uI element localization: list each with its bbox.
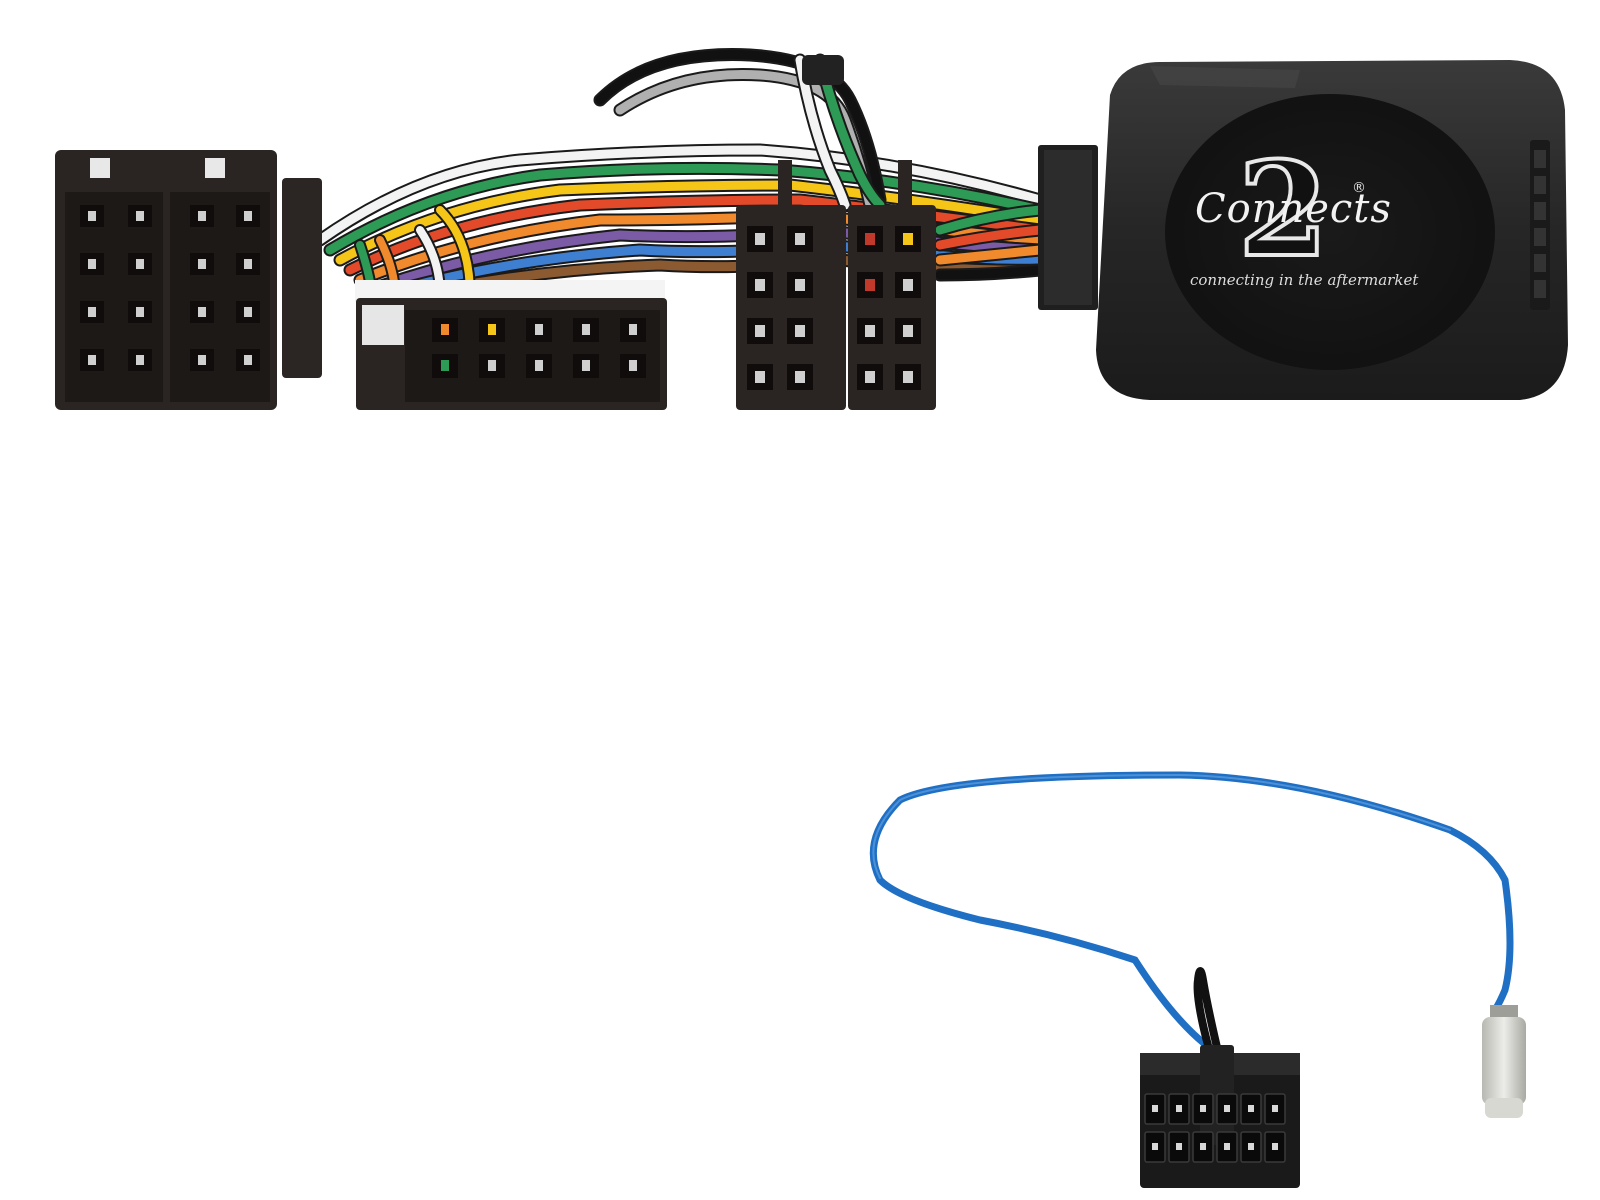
connector-pin xyxy=(582,324,590,335)
molex-pin xyxy=(1176,1143,1182,1150)
harness-wire xyxy=(815,55,885,210)
connector-pin xyxy=(535,360,543,371)
molex-pin xyxy=(1248,1143,1254,1150)
connector-pin xyxy=(198,211,206,221)
module-vent-slot xyxy=(1534,280,1546,298)
molex-pin xyxy=(1248,1105,1254,1112)
iso-connector-pair xyxy=(736,160,936,410)
connector-pin xyxy=(755,233,765,245)
connector-pin xyxy=(903,325,913,337)
connector-pin xyxy=(488,324,496,335)
connector-pin xyxy=(755,325,765,337)
molex-pin xyxy=(1272,1105,1278,1112)
connector-pin xyxy=(441,360,449,371)
molex-pin xyxy=(1272,1143,1278,1150)
antenna-plug xyxy=(1482,1005,1526,1118)
harness-wire xyxy=(795,55,850,210)
module-vent-slot xyxy=(1534,228,1546,246)
module-wire xyxy=(935,265,1045,280)
molex-pin xyxy=(1176,1105,1182,1112)
molex-plug xyxy=(1140,1045,1300,1188)
connector-pin xyxy=(136,259,144,269)
molex-pin xyxy=(1224,1143,1230,1150)
connector-pin xyxy=(198,355,206,365)
black-lead-wire xyxy=(1193,967,1224,1064)
iso-connector-pair-pins xyxy=(747,226,921,390)
module-wire xyxy=(935,225,1045,250)
connector-pin xyxy=(198,259,206,269)
connector-pin xyxy=(865,233,875,245)
connector-pin xyxy=(88,355,96,365)
connector-pin xyxy=(903,371,913,383)
connector-pin xyxy=(136,355,144,365)
connector-pin xyxy=(629,360,637,371)
connector-pin xyxy=(244,259,252,269)
module-vent-slot xyxy=(1534,176,1546,194)
connector-pin xyxy=(136,211,144,221)
molex-pin xyxy=(1200,1143,1206,1150)
connector-pin xyxy=(865,279,875,291)
connector-pin xyxy=(535,324,543,335)
connector-pin xyxy=(795,279,805,291)
connector-pin xyxy=(441,324,449,335)
molex-pin xyxy=(1200,1105,1206,1112)
connector-pin xyxy=(903,233,913,245)
harness-wire xyxy=(385,255,1045,305)
brand-logo: 2 Connects ® connecting in the aftermark… xyxy=(1190,131,1419,289)
module-strain-relief xyxy=(1038,145,1098,310)
iso-connector-small xyxy=(355,280,667,410)
connector-pin xyxy=(244,211,252,221)
brand-logo-number: 2 xyxy=(1238,133,1328,286)
connector-pin xyxy=(865,371,875,383)
molex-pin xyxy=(1224,1105,1230,1112)
iso-connector-small-pins xyxy=(432,318,646,378)
brand-registered-mark: ® xyxy=(1352,180,1366,196)
connector-pin xyxy=(795,233,805,245)
connector-pin xyxy=(629,324,637,335)
module-vent-slot xyxy=(1534,202,1546,220)
connector-pin xyxy=(88,211,96,221)
molex-pin xyxy=(1152,1105,1158,1112)
connector-pin xyxy=(88,307,96,317)
connector-pin xyxy=(865,325,875,337)
molex-pin xyxy=(1152,1143,1158,1150)
brand-logo-name: Connects xyxy=(1195,186,1392,232)
connector-pin xyxy=(244,307,252,317)
connector-pin xyxy=(244,355,252,365)
module-side-vents xyxy=(1534,150,1546,298)
connector-pin xyxy=(136,307,144,317)
module-vent-slot xyxy=(1534,150,1546,168)
antenna-cable-assembly xyxy=(869,771,1514,1064)
brand-tagline: connecting in the aftermarket xyxy=(1190,271,1419,289)
iso-connector-large xyxy=(55,150,322,410)
connector-pin xyxy=(795,325,805,337)
connector-pin xyxy=(755,279,765,291)
module-vent-slot xyxy=(1534,254,1546,272)
connector-pin xyxy=(903,279,913,291)
antenna-wire-highlight xyxy=(872,773,1451,879)
module-wire xyxy=(935,205,1045,235)
harness-wire xyxy=(325,163,1045,255)
connector-pin xyxy=(795,371,805,383)
connector-pin xyxy=(88,259,96,269)
iso-connector-large-pins xyxy=(80,205,260,371)
connector-pin xyxy=(198,307,206,317)
harness-cable-tie xyxy=(802,55,844,85)
connector-pin xyxy=(582,360,590,371)
connector-pin xyxy=(755,371,765,383)
connector-pin xyxy=(488,360,496,371)
interface-module: 2 Connects ® connecting in the aftermark… xyxy=(1096,60,1568,400)
molex-plug-pins xyxy=(1144,1093,1286,1163)
module-wire xyxy=(935,245,1045,265)
